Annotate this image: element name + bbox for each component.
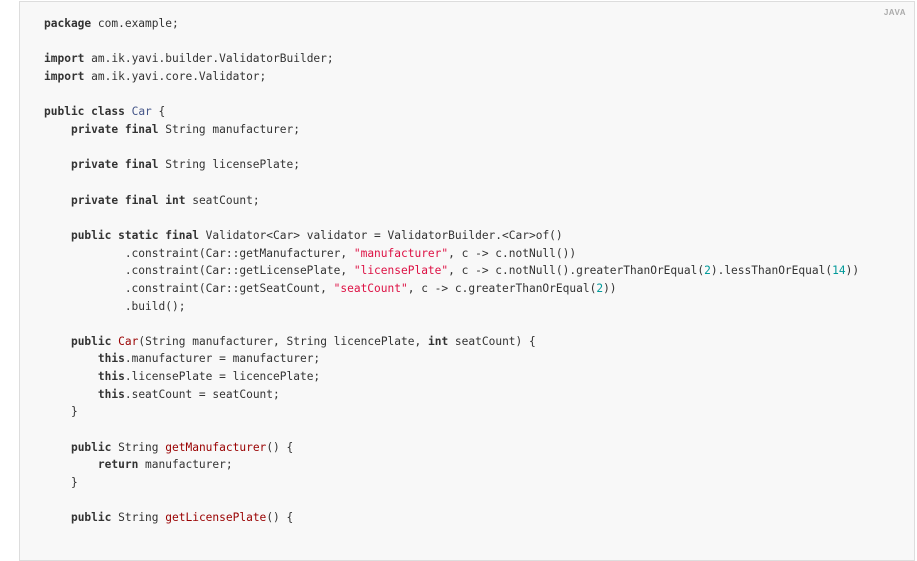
code-text: seatCount;	[185, 193, 260, 207]
code-keyword: private final int	[70, 193, 186, 207]
code-text: com.example;	[91, 17, 179, 30]
code-line: this.seatCount = seatCount;	[44, 388, 280, 401]
code-line: this.licensePlate = licencePlate;	[44, 370, 320, 383]
code-text: , c -> c.greaterThanOrEqual(	[407, 281, 597, 295]
code-content: package com.example; import am.ik.yavi.b…	[44, 15, 859, 527]
code-text: }	[44, 405, 78, 419]
code-string: "seatCount"	[333, 281, 408, 295]
code-number: 14	[832, 264, 846, 278]
code-keyword: this	[97, 352, 125, 366]
code-text	[44, 123, 71, 136]
code-keyword: import	[44, 52, 85, 66]
code-text: String licensePlate;	[158, 158, 300, 172]
code-text: , c -> c.notNull().greaterThanOrEqual(	[448, 264, 705, 278]
code-text	[125, 105, 132, 118]
code-text	[44, 388, 98, 401]
code-string: "licensePlate"	[353, 264, 449, 278]
code-line: this.manufacturer = manufacturer;	[44, 352, 320, 365]
code-text: .constraint(Car::getManufacturer,	[44, 246, 354, 260]
code-line: .constraint(Car::getLicensePlate, "licen…	[44, 264, 859, 277]
code-line: .constraint(Car::getManufacturer, "manuf…	[44, 247, 576, 260]
code-text: String	[111, 440, 166, 454]
code-line: public class Car {	[44, 105, 165, 118]
code-line: private final String licensePlate;	[44, 158, 300, 171]
code-line: import am.ik.yavi.builder.ValidatorBuild…	[44, 52, 334, 65]
code-text: .build();	[44, 299, 186, 313]
code-class-name: Car	[131, 105, 152, 119]
code-text: .seatCount = seatCount;	[124, 387, 280, 401]
code-keyword: import	[44, 69, 85, 83]
code-keyword: public	[70, 334, 112, 348]
code-text: ))	[845, 264, 860, 278]
code-text: ).lessThanOrEqual(	[710, 264, 833, 278]
code-text: () {	[266, 511, 294, 525]
code-text: ))	[603, 281, 617, 295]
code-text: String manufacturer;	[158, 122, 300, 136]
language-label: JAVA	[883, 8, 906, 17]
code-text	[44, 229, 71, 242]
code-text	[44, 511, 71, 524]
code-keyword: this	[97, 387, 125, 401]
code-number: 2	[704, 264, 711, 278]
code-keyword: this	[97, 370, 125, 384]
code-method-name: Car	[118, 334, 139, 348]
code-text: () {	[266, 440, 294, 454]
code-line: .constraint(Car::getSeatCount, "seatCoun…	[44, 282, 617, 295]
code-text: (String manufacturer, String licencePlat…	[138, 334, 428, 348]
code-text	[44, 194, 71, 207]
code-keyword: public class	[44, 105, 125, 119]
code-keyword: package	[44, 17, 92, 30]
code-text: }	[44, 476, 78, 490]
code-keyword: public	[70, 440, 112, 454]
code-line: private final String manufacturer;	[44, 123, 300, 136]
code-line: return manufacturer;	[44, 458, 233, 471]
code-line: private final int seatCount;	[44, 194, 260, 207]
code-text: String	[111, 511, 166, 525]
code-block: JAVA package com.example; import am.ik.y…	[19, 1, 915, 561]
code-text: {	[151, 105, 166, 119]
code-keyword: public	[70, 511, 112, 525]
code-text	[44, 352, 98, 365]
code-method-name: getLicensePlate	[165, 511, 267, 525]
code-text: , c -> c.notNull())	[448, 246, 577, 260]
code-text: am.ik.yavi.core.Validator;	[84, 69, 267, 83]
code-text: am.ik.yavi.builder.ValidatorBuilder;	[84, 52, 334, 66]
code-line: package com.example;	[44, 17, 179, 30]
code-line: }	[44, 476, 78, 489]
code-text: manufacturer;	[138, 458, 233, 472]
code-text: .constraint(Car::getSeatCount,	[44, 281, 334, 295]
code-text	[44, 458, 98, 471]
code-line: public static final Validator<Car> valid…	[44, 229, 563, 242]
code-keyword: int	[427, 334, 449, 348]
code-line: public String getManufacturer() {	[44, 441, 293, 454]
code-line: import am.ik.yavi.core.Validator;	[44, 70, 266, 83]
code-text: .manufacturer = manufacturer;	[124, 352, 321, 366]
code-text: Validator<Car> validator = ValidatorBuil…	[198, 228, 563, 242]
code-text	[44, 158, 71, 171]
code-text	[44, 441, 71, 454]
code-text	[44, 370, 98, 383]
code-number: 2	[596, 281, 604, 295]
code-text: seatCount) {	[448, 334, 536, 348]
code-line: }	[44, 405, 78, 418]
code-string: "manufacturer"	[353, 246, 449, 260]
code-keyword: return	[97, 458, 139, 472]
code-keyword: public static final	[70, 228, 199, 242]
code-text: .constraint(Car::getLicensePlate,	[44, 264, 354, 278]
code-keyword: private final	[70, 158, 159, 172]
code-text	[44, 335, 71, 348]
code-keyword: private final	[70, 122, 159, 136]
code-line: .build();	[44, 299, 186, 313]
code-method-name: getManufacturer	[165, 440, 267, 454]
code-line: public String getLicensePlate() {	[44, 511, 293, 524]
code-text: .licensePlate = licencePlate;	[124, 370, 321, 384]
code-line: public Car(String manufacturer, String l…	[44, 335, 536, 348]
